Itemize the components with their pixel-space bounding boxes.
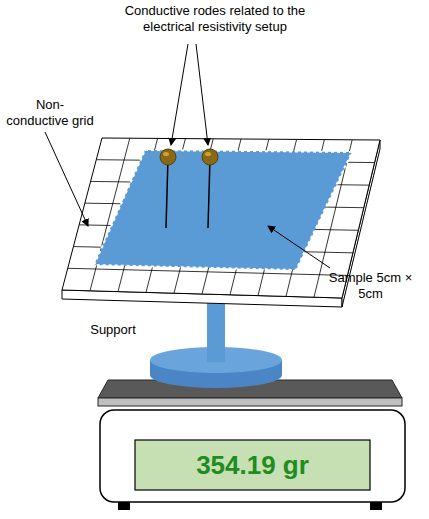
grid-label: Non-conductive grid: [5, 97, 95, 129]
leader-arrow: [45, 132, 88, 226]
scale-display-readout: 354.19 gr: [135, 440, 370, 490]
sample-label: Sample 5cm × 5cm: [318, 270, 423, 302]
leader-arrow: [171, 44, 188, 145]
grid-lines: [68, 138, 375, 297]
scale-display: [135, 440, 370, 490]
scale-body: [100, 410, 405, 502]
conductive-rod: [208, 158, 210, 228]
conductive-rod: [166, 158, 168, 228]
rod-highlight: [205, 152, 211, 156]
rod-highlight: [163, 152, 169, 156]
readout-text: 354.19 gr: [196, 450, 309, 481]
scale-plate-edge: [98, 398, 402, 406]
sample-sheet: [94, 150, 352, 270]
rod-head: [202, 149, 218, 165]
rods-label: Conductive rodes related to the electric…: [100, 3, 330, 35]
leader-arrow: [268, 226, 330, 268]
support-label: Support: [78, 322, 148, 338]
rod-head: [160, 149, 176, 165]
leader-arrow: [196, 44, 208, 145]
